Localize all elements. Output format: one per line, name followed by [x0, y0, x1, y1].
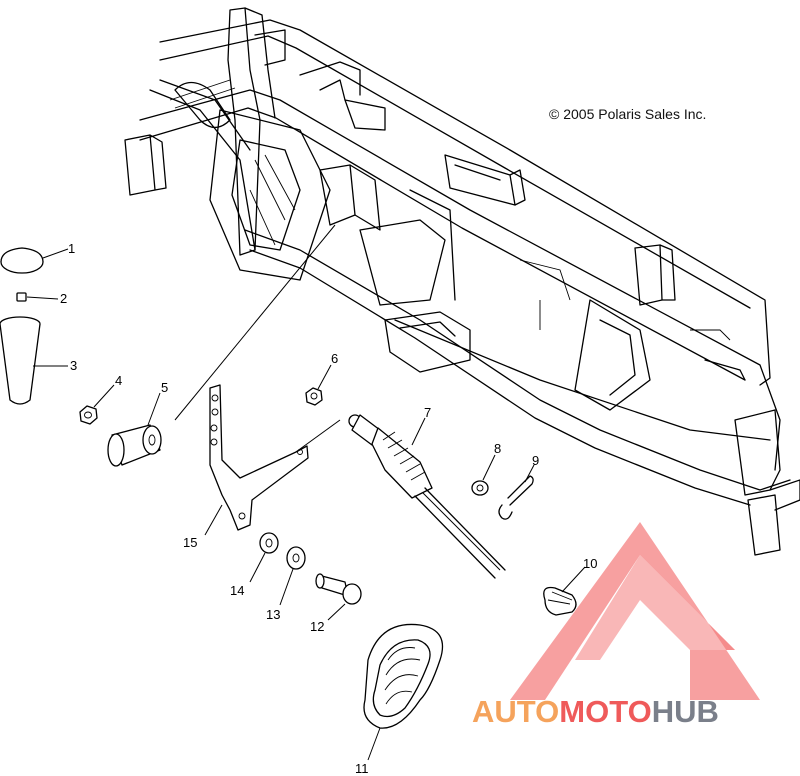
part-1-knob-cap — [0, 247, 69, 274]
part-13-washer — [279, 546, 306, 606]
part-8-washer — [471, 454, 496, 496]
part-9-cotter-pin — [498, 464, 535, 520]
watermark-logo — [510, 522, 760, 700]
part-4-nut — [79, 384, 115, 425]
watermark-text-moto: MOTO — [559, 694, 652, 729]
callout-3: 3 — [70, 358, 78, 373]
callout-13: 13 — [266, 607, 281, 622]
callout-5: 5 — [161, 380, 169, 395]
part-7-shift-cable — [348, 414, 506, 579]
callout-15: 15 — [183, 535, 198, 550]
callout-10: 10 — [583, 556, 598, 571]
part-14-washer — [249, 532, 279, 583]
callout-12: 12 — [310, 619, 325, 634]
callout-2: 2 — [60, 291, 68, 306]
part-12-bolt — [315, 573, 362, 621]
part-10-clip — [543, 566, 586, 616]
part-3-shift-boot — [0, 316, 68, 405]
part-2-screw — [16, 292, 59, 302]
watermark-text-hub: HUB — [651, 694, 719, 729]
callout-11: 11 — [355, 761, 369, 776]
watermark-text: AUTOMOTOHUB — [472, 694, 719, 730]
callout-1: 1 — [68, 241, 76, 256]
callout-4: 4 — [115, 373, 123, 388]
part-6-nut — [305, 364, 332, 406]
callout-6: 6 — [331, 351, 339, 366]
watermark-text-auto: AUTO — [472, 694, 560, 729]
callout-8: 8 — [494, 441, 502, 456]
callout-14: 14 — [230, 583, 245, 598]
part-11-boot-seal — [363, 623, 444, 761]
part-15-shift-lever — [204, 384, 309, 536]
copyright-notice: © 2005 Polaris Sales Inc. — [549, 106, 707, 122]
part-5-bushing — [107, 392, 162, 467]
callout-7: 7 — [424, 405, 432, 420]
frame-leader-line — [174, 224, 336, 421]
callout-9: 9 — [532, 453, 540, 468]
